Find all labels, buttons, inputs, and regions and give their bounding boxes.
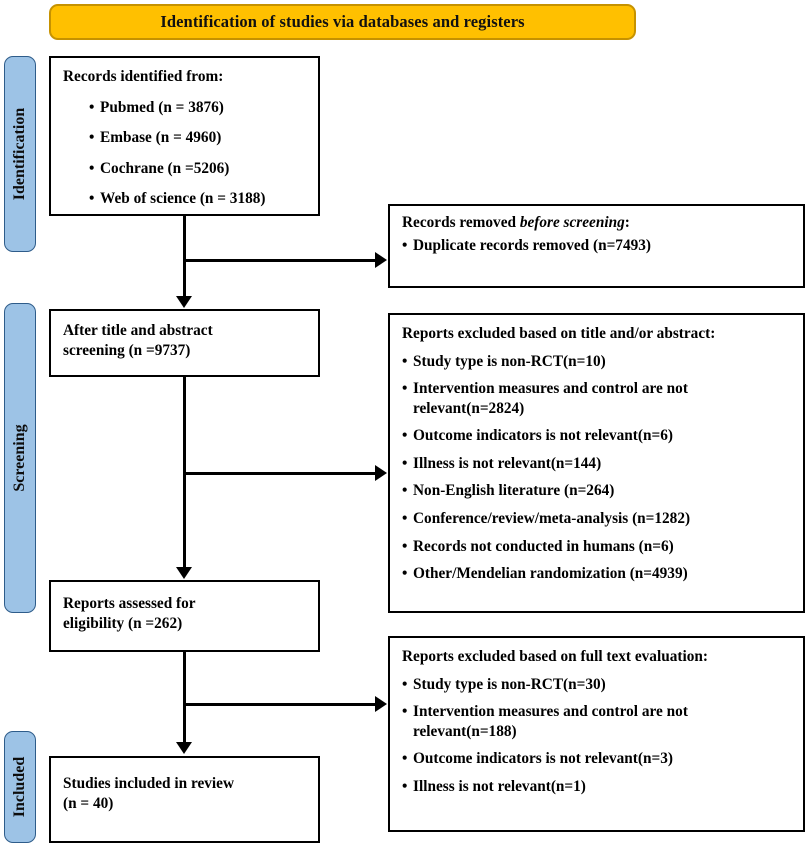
list-item: Outcome indicators is not relevant(n=6) [402, 426, 793, 446]
box-studies-included-text: Studies included in review (n = 40) [63, 775, 234, 812]
list-item: Records not conducted in humans (n=6) [402, 537, 793, 557]
list-item: Illness is not relevant(n=1) [402, 777, 793, 797]
list-item: Illness is not relevant(n=144) [402, 454, 793, 474]
box-records-removed-list: Duplicate records removed (n=7493) [402, 236, 793, 256]
box-records-removed-header-prefix: Records removed [402, 214, 520, 231]
list-item: Pubmed (n = 3876) [89, 98, 308, 118]
phase-label-screening-text: Screening [11, 424, 28, 492]
connector-to-excluded-full-text [183, 703, 376, 707]
box-studies-included: Studies included in review (n = 40) [49, 756, 320, 843]
box-excluded-full-text-list: Study type is non-RCT(n=30) Intervention… [402, 675, 793, 797]
box-excluded-title-abstract-list: Study type is non-RCT(n=10) Intervention… [402, 352, 793, 584]
arrowhead-to-excluded-full-text [375, 696, 387, 713]
list-item: Non-English literature (n=264) [402, 481, 793, 501]
phase-label-identification: Identification [4, 56, 36, 252]
list-item: Study type is non-RCT(n=10) [402, 352, 793, 372]
list-item: Intervention measures and control are no… [402, 702, 793, 741]
box-after-title-abstract-screening-text: After title and abstract screening (n =9… [63, 322, 213, 359]
phase-label-identification-text: Identification [11, 107, 28, 201]
box-records-removed: Records removed before screening: Duplic… [388, 204, 805, 288]
box-excluded-full-text-header: Reports excluded based on full text eval… [402, 648, 708, 665]
list-item: Intervention measures and control are no… [402, 379, 793, 418]
box-reports-assessed-eligibility: Reports assessed for eligibility (n =262… [49, 580, 320, 652]
diagram-title-banner: Identification of studies via databases … [49, 4, 636, 40]
phase-label-screening: Screening [4, 303, 36, 613]
box-records-identified-list: Pubmed (n = 3876) Embase (n = 4960) Coch… [63, 98, 308, 209]
list-item: Embase (n = 4960) [89, 128, 308, 148]
box-excluded-full-text: Reports excluded based on full text eval… [388, 636, 805, 832]
arrowhead-to-records-removed [375, 252, 387, 269]
box-records-removed-header-italic: before screening [519, 214, 625, 231]
box-excluded-title-abstract-header: Reports excluded based on title and/or a… [402, 325, 716, 342]
box-records-identified: Records identified from: Pubmed (n = 387… [49, 56, 320, 216]
box-records-identified-header: Records identified from: [63, 68, 224, 85]
box-records-removed-header-suffix: : [624, 214, 630, 231]
list-item: Web of science (n = 3188) [89, 189, 308, 209]
list-item: Study type is non-RCT(n=30) [402, 675, 793, 695]
connector-to-records-removed [183, 259, 376, 263]
arrowhead-to-studies-included [176, 742, 193, 754]
box-records-removed-header: Records removed before screening: [402, 213, 793, 233]
connector-to-excluded-title-abstract [183, 472, 376, 476]
list-item: Duplicate records removed (n=7493) [402, 236, 793, 256]
connector-included-trunk [183, 652, 187, 744]
list-item: Other/Mendelian randomization (n=4939) [402, 564, 793, 584]
box-excluded-title-abstract: Reports excluded based on title and/or a… [388, 313, 805, 613]
list-item: Conference/review/meta-analysis (n=1282) [402, 509, 793, 529]
phase-label-included: Included [4, 731, 36, 843]
box-after-title-abstract-screening: After title and abstract screening (n =9… [49, 309, 320, 377]
arrowhead-to-reports-assessed [176, 567, 193, 579]
arrowhead-to-excluded-title-abstract [375, 465, 387, 482]
list-item: Outcome indicators is not relevant(n=3) [402, 749, 793, 769]
phase-label-included-text: Included [11, 756, 28, 818]
arrowhead-to-after-screening [176, 296, 193, 308]
box-reports-assessed-eligibility-text: Reports assessed for eligibility (n =262… [63, 595, 196, 632]
connector-identification-trunk [183, 216, 187, 298]
list-item: Cochrane (n =5206) [89, 159, 308, 179]
